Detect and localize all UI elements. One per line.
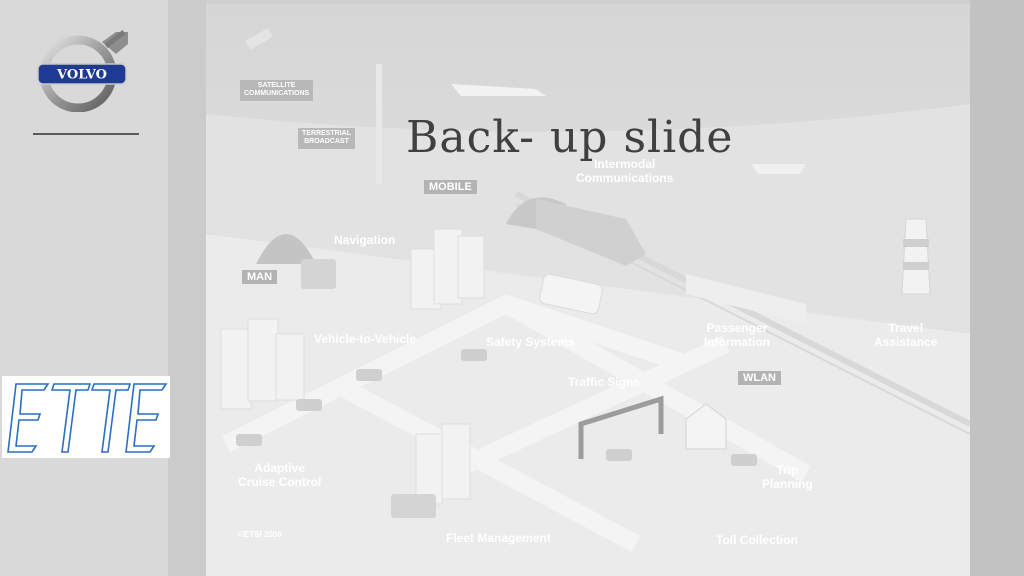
label-passenger-information: Passenger Information — [704, 321, 770, 349]
label-navigation: Navigation — [334, 233, 396, 247]
copyright-notice: ©ETSI 2008 — [238, 530, 282, 539]
ette-logo-mark: ETTE — [7, 383, 168, 457]
label-vehicle-to-vehicle: Vehicle-to-Vehicle — [314, 332, 417, 346]
label-safety-systems: Safety Systems — [486, 335, 575, 349]
label-traffic-signs: Traffic Signs — [568, 375, 641, 389]
right-panel — [970, 0, 1024, 576]
label-intermodal: Intermodal Communications — [576, 157, 674, 185]
label-trip-planning: Trip Planning — [762, 463, 813, 491]
label-travel-assistance: Travel Assistance — [874, 321, 938, 349]
its-illustration: SATELLITE COMMUNICATIONS TERRESTRIAL BRO… — [206, 4, 972, 576]
ette-wordmark: ETTE — [85, 455, 88, 457]
label-adaptive-cruise-control: Adaptive Cruise Control — [238, 461, 322, 489]
mobile-tag: MOBILE — [424, 180, 477, 194]
slide-title: Back- up slide — [406, 112, 734, 163]
left-panel — [0, 0, 168, 576]
satellite-badge: SATELLITE COMMUNICATIONS — [240, 80, 314, 101]
wlan-tag: WLAN — [738, 371, 781, 385]
gutter-panel — [168, 0, 206, 576]
ette-logo: ETTE — [2, 376, 170, 458]
volvo-logo: VOLVO — [37, 30, 128, 112]
label-fleet-management: Fleet Management — [446, 531, 551, 545]
volvo-wordmark: VOLVO — [56, 68, 107, 83]
its-illustration-graphic — [206, 28, 972, 576]
label-toll-collection: Toll Collection — [716, 533, 798, 547]
terrestrial-badge: TERRESTRIAL BROADCAST — [298, 128, 355, 149]
logo-divider — [33, 133, 139, 135]
man-tag: MAN — [242, 270, 278, 284]
